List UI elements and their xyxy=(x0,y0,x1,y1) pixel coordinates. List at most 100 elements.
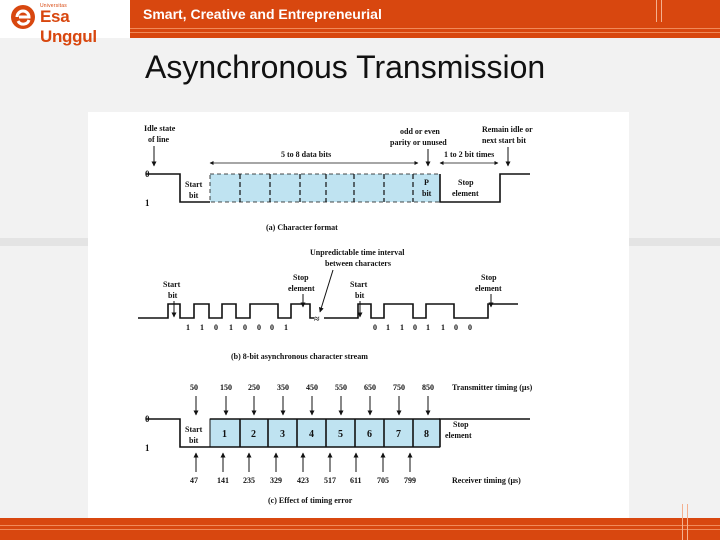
idle-to-start-signal xyxy=(146,173,210,203)
rx-time-label: 47 xyxy=(190,476,198,485)
stop-signal xyxy=(439,418,530,447)
tx-time-label: 150 xyxy=(220,383,232,392)
bit-value: 0 xyxy=(243,323,247,332)
stop-label-2: Stop xyxy=(481,273,497,282)
header-decoration xyxy=(656,0,662,22)
cell-label: 8 xyxy=(424,429,429,440)
tagline: Smart, Creative and Entrepreneurial xyxy=(143,6,382,22)
remain-idle-label-2: next start bit xyxy=(482,136,526,145)
cell-label: 7 xyxy=(396,429,401,440)
start-label: Start xyxy=(185,180,203,189)
logo: Universitas Esa Unggul xyxy=(0,0,130,46)
start-bit-label: bit xyxy=(189,436,199,445)
remain-idle-label-1: Remain idle or xyxy=(482,125,533,134)
unpredictable-arrow xyxy=(318,269,334,313)
cell-label: 1 xyxy=(222,429,227,440)
of-line-label: of line xyxy=(148,135,170,144)
panel-b-character-stream: Unpredictable time interval between char… xyxy=(138,248,518,361)
bit-value: 0 xyxy=(454,323,458,332)
level-1-label: 1 xyxy=(145,443,150,453)
footer-decoration xyxy=(682,504,688,540)
bit-value: 0 xyxy=(214,323,218,332)
bit-value: 0 xyxy=(373,323,377,332)
bit-value: 0 xyxy=(270,323,274,332)
diagram-card: Idle state of line 5 to 8 data bits odd … xyxy=(88,112,629,518)
rx-time-label: 799 xyxy=(404,476,416,485)
caption-b: (b) 8-bit asynchronous character stream xyxy=(231,352,368,361)
bit-value: 1 xyxy=(426,323,430,332)
slide-title: Asynchronous Transmission xyxy=(145,49,546,85)
caption-c: (c) Effect of timing error xyxy=(268,496,353,505)
parity-label-2: parity or unused xyxy=(390,138,447,147)
footer-bar xyxy=(0,518,720,540)
start-label: Start xyxy=(185,425,203,434)
data-bits-label: 5 to 8 data bits xyxy=(281,150,331,159)
rx-time-label: 517 xyxy=(324,476,336,485)
data-cells-fill xyxy=(209,418,441,448)
panel-a-character-format: Idle state of line 5 to 8 data bits odd … xyxy=(144,124,533,232)
tx-time-label: 650 xyxy=(364,383,376,392)
start-label-1: Start xyxy=(163,280,181,289)
transmitter-times: 50 150 250 350 450 550 650 750 850 xyxy=(190,383,434,416)
bit-value: 1 xyxy=(386,323,390,332)
tx-time-label: 50 xyxy=(190,383,198,392)
bit-value: 0 xyxy=(413,323,417,332)
stream-signal-2 xyxy=(324,303,518,319)
caption-a: (a) Character format xyxy=(266,223,338,232)
parity-bit-p-label: P xyxy=(424,178,429,187)
stop-element-label: element xyxy=(452,189,479,198)
tx-time-label: 850 xyxy=(422,383,434,392)
cell-dividers xyxy=(239,419,414,447)
unpredictable-label-1: Unpredictable time interval xyxy=(310,248,405,257)
stop-element-label-1: element xyxy=(288,284,315,293)
bit-value: 1 xyxy=(200,323,204,332)
tx-time-label: 450 xyxy=(306,383,318,392)
rx-time-label: 611 xyxy=(350,476,362,485)
bit-value: 1 xyxy=(441,323,445,332)
header-stripe xyxy=(0,28,720,29)
rx-time-label: 141 xyxy=(217,476,229,485)
stop-label: Stop xyxy=(453,420,469,429)
parity-bit-label: bit xyxy=(422,189,432,198)
cell-label: 2 xyxy=(251,429,256,440)
bit-value: 1 xyxy=(284,323,288,332)
rx-time-label: 705 xyxy=(377,476,389,485)
tx-time-label: 350 xyxy=(277,383,289,392)
start-label-2: Start xyxy=(350,280,368,289)
start-bit-label: bit xyxy=(189,191,199,200)
rx-time-label: 423 xyxy=(297,476,309,485)
stop-label: Stop xyxy=(458,178,474,187)
start-bit-label-2: bit xyxy=(355,291,365,300)
stop-times-label: 1 to 2 bit times xyxy=(444,150,494,159)
bit-value: 0 xyxy=(257,323,261,332)
level-1-label: 1 xyxy=(145,198,150,208)
unpredictable-label-2: between characters xyxy=(325,259,391,268)
receiver-timing-label: Receiver timing (μs) xyxy=(452,476,521,485)
bit-value: 1 xyxy=(400,323,404,332)
logo-text: Esa Unggul xyxy=(40,7,97,46)
bit-value: 1 xyxy=(186,323,190,332)
data-bits-fill xyxy=(210,174,440,202)
stop-element-label-2: element xyxy=(475,284,502,293)
cell-label: 4 xyxy=(309,429,314,440)
stream-signal-1 xyxy=(138,303,314,319)
cell-label: 5 xyxy=(338,429,343,440)
tx-time-label: 550 xyxy=(335,383,347,392)
parity-label-1: odd or even xyxy=(400,127,440,136)
tx-time-label: 750 xyxy=(393,383,405,392)
header-stripe xyxy=(0,32,720,33)
cell-label: 3 xyxy=(280,429,285,440)
header-bar: Universitas Esa Unggul Smart, Creative a… xyxy=(0,0,720,46)
stop-signal xyxy=(439,173,530,203)
footer-stripe xyxy=(0,529,720,530)
time-break-icon: ≈ xyxy=(314,314,320,325)
rx-time-label: 329 xyxy=(270,476,282,485)
stop-label-1: Stop xyxy=(293,273,309,282)
tx-time-label: 250 xyxy=(248,383,260,392)
bit-value: 0 xyxy=(468,323,472,332)
